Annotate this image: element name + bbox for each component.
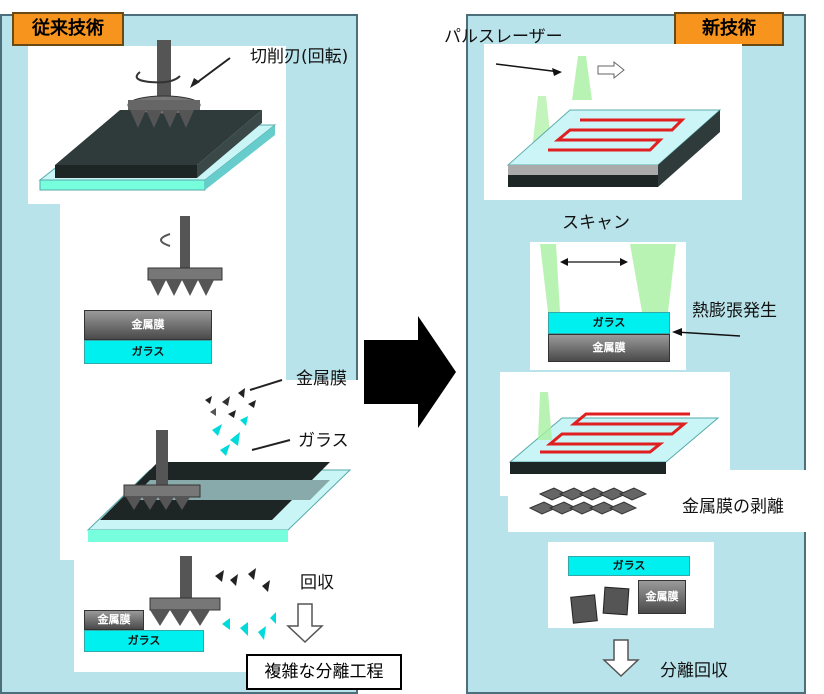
step2-glass-layer: ガラス xyxy=(84,340,212,364)
step3-debris xyxy=(205,379,291,456)
right-down-arrow xyxy=(602,639,640,678)
step3-substrate xyxy=(86,430,352,542)
complex-process-box: 複雑な分離工程 xyxy=(246,654,402,690)
recover-label: 回収 xyxy=(300,573,334,593)
step4-metal-layer: 金属膜 xyxy=(84,610,144,630)
laser-direction-arrow xyxy=(495,63,561,73)
transition-arrow xyxy=(364,316,456,428)
new-tech-tag: 新技術 xyxy=(674,12,784,46)
step4-glass-layer: ガラス xyxy=(84,630,204,652)
separate-recover-label: 分離回収 xyxy=(660,661,728,681)
conventional-tag: 従来技術 xyxy=(12,12,124,46)
step4-illustration xyxy=(149,556,276,640)
laser-label: パルスレーザー xyxy=(444,27,563,47)
laser-substrate xyxy=(506,109,722,187)
step1-cutter xyxy=(127,40,231,128)
glass-label: ガラス xyxy=(298,431,349,451)
step1-substrate xyxy=(38,110,277,191)
step2-metal-layer: 金属膜 xyxy=(84,310,212,340)
expansion-beams xyxy=(540,244,676,312)
peel-substrate xyxy=(508,392,720,474)
expansion-label: 熱膨張発生 xyxy=(692,301,777,321)
step2-cutter xyxy=(147,216,223,296)
result-fragments xyxy=(570,586,630,624)
cutter-label: 切削刃(回転) xyxy=(250,47,349,67)
metal-film-label: 金属膜 xyxy=(296,369,347,389)
peeled-fragments xyxy=(528,487,648,515)
scan-label: スキャン xyxy=(562,213,630,233)
expansion-glass-layer: ガラス xyxy=(548,312,670,334)
left-down-arrow xyxy=(286,603,324,644)
expansion-pointer xyxy=(675,331,741,337)
expansion-metal-layer: 金属膜 xyxy=(548,334,670,362)
result-glass-layer: ガラス xyxy=(568,556,690,576)
result-metal-fragment: 金属膜 xyxy=(638,580,686,614)
peel-label-box xyxy=(508,470,824,532)
peel-label: 金属膜の剥離 xyxy=(682,497,784,517)
